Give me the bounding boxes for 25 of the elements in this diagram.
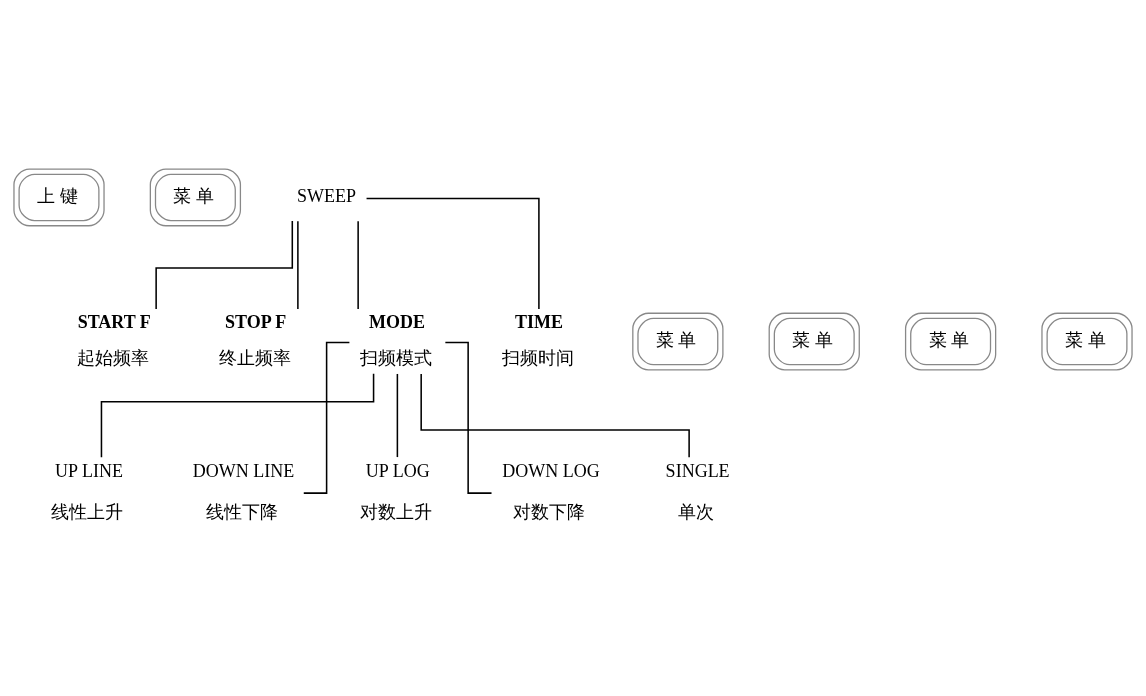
node-text: DOWN LOG 对数下降 [502,460,600,522]
node-text: MODE 扫频模式 [360,311,433,368]
node-text: UP LOG 对数上升 [360,460,433,522]
connector [396,372,399,458]
connector [303,341,351,494]
node-text: TIME 扫频时间 [501,311,574,368]
connector [155,219,294,310]
node-box: 菜 单 [904,312,997,370]
connector [357,219,359,310]
node-box: 菜 单 [1041,312,1133,370]
node-text: STOP F 终止频率 [218,311,291,368]
node-text: SWEEP [297,185,357,206]
connector [444,341,493,494]
connector [365,197,540,310]
connector [420,372,690,458]
node-box: 上 键 [13,168,105,226]
node-text: SINGLE 单次 [665,460,730,522]
connector [100,372,375,458]
node-text: UP LINE 线性上升 [51,460,124,522]
node-box: 菜 单 [768,312,860,370]
node-text: START F 起始频率 [77,311,151,368]
node-box: 菜 单 [632,312,724,370]
connector [297,219,299,310]
node-box: 菜 单 [149,168,242,226]
node-text: DOWN LINE 线性下降 [192,460,295,522]
